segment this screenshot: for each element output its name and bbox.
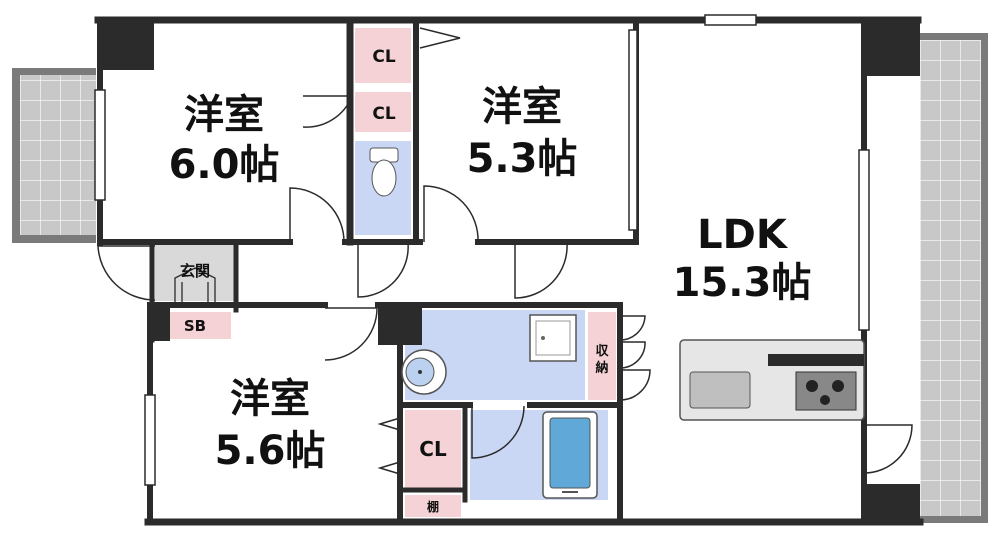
column — [864, 18, 920, 76]
washing-machine-icon — [529, 314, 577, 362]
shelf-area — [405, 495, 461, 517]
doors — [97, 27, 913, 475]
left-balcony — [12, 68, 96, 243]
ldk-name: LDK — [697, 212, 789, 258]
closet-1-label: CL — [372, 47, 395, 67]
closet-2-area — [355, 92, 411, 132]
closet-1-area — [355, 28, 411, 83]
room-c-size: 5.6帖 — [215, 428, 326, 474]
room-c-name: 洋室 — [230, 376, 310, 422]
storage-area — [588, 312, 616, 400]
washbasin-icon — [401, 349, 447, 395]
column — [378, 305, 422, 345]
room-a-size: 6.0帖 — [169, 142, 280, 188]
sink-icon — [689, 371, 751, 409]
column — [148, 305, 170, 341]
shelf-label: 棚 — [427, 499, 439, 514]
toilet-icon — [369, 147, 399, 197]
ldk-size: 15.3帖 — [673, 260, 812, 306]
room-a-name: 洋室 — [184, 92, 264, 138]
entrance-label: 玄関 — [180, 262, 210, 280]
bathtub-icon — [542, 411, 598, 499]
entrance-area — [155, 244, 235, 301]
room-b-name: 洋室 — [482, 84, 562, 130]
room-b-size: 5.3帖 — [467, 136, 578, 182]
storage-label-1: 収 — [595, 344, 609, 359]
windows — [94, 14, 870, 486]
closet-3-area — [405, 410, 461, 490]
shoebox-label: SB — [184, 317, 206, 335]
storage-label-2: 納 — [595, 360, 608, 376]
closet-2-label: CL — [372, 104, 395, 124]
column — [98, 18, 154, 70]
kitchen-counter — [679, 339, 865, 421]
closet-3-label: CL — [419, 437, 447, 461]
entrance-icon — [174, 267, 216, 302]
column — [864, 484, 920, 524]
